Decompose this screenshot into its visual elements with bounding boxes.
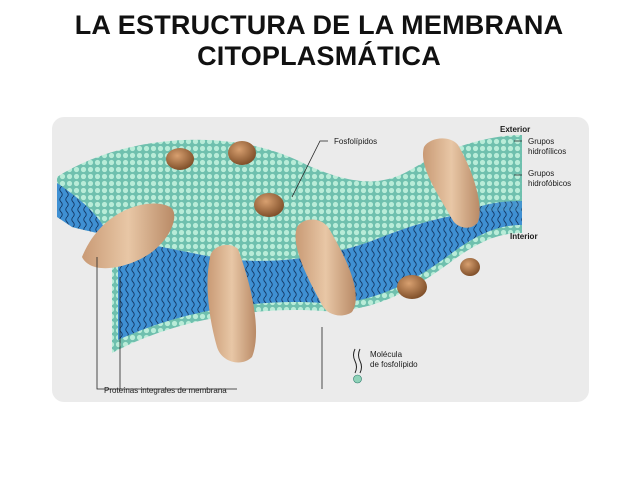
label-grupos-hidrofobicos-2: hidrofóbicos xyxy=(528,179,571,188)
peripheral-protein xyxy=(460,258,480,276)
peripheral-protein xyxy=(254,193,284,217)
membrane-diagram: Fosfolípidos Exterior Grupos hidrofílico… xyxy=(52,117,589,402)
integral-protein xyxy=(295,219,356,316)
title-line-2: CITOPLASMÁTICA xyxy=(197,41,441,71)
peripheral-protein xyxy=(228,141,256,165)
label-grupos-hidrofilicos-1: Grupos xyxy=(528,137,554,146)
label-grupos-hidrofobicos-1: Grupos xyxy=(528,169,554,178)
title-line-1: LA ESTRUCTURA DE LA MEMBRANA xyxy=(74,10,564,40)
integral-protein xyxy=(422,138,480,228)
left-edge-heads xyxy=(57,177,118,347)
page-title: LA ESTRUCTURA DE LA MEMBRANA CITOPLASMÁT… xyxy=(0,10,638,72)
label-exterior: Exterior xyxy=(500,125,530,134)
label-molecula-2: de fosfolípido xyxy=(370,360,418,369)
bottom-head-row xyxy=(112,225,522,353)
integral-protein xyxy=(82,203,175,269)
peripheral-protein xyxy=(166,148,194,170)
peripheral-protein xyxy=(397,275,427,299)
label-molecula-1: Molécula xyxy=(370,350,403,359)
leader-lines xyxy=(96,140,522,390)
phospholipid-molecule-icon xyxy=(353,348,362,384)
integral-protein xyxy=(207,244,257,363)
label-grupos-hidrofilicos-2: hidrofílicos xyxy=(528,147,566,156)
label-interior: Interior xyxy=(510,232,538,241)
reflection-fade xyxy=(52,403,589,479)
label-fosfolipidos: Fosfolípidos xyxy=(334,137,377,146)
label-proteinas-integrales: Proteínas integrales de membrana xyxy=(104,386,227,395)
